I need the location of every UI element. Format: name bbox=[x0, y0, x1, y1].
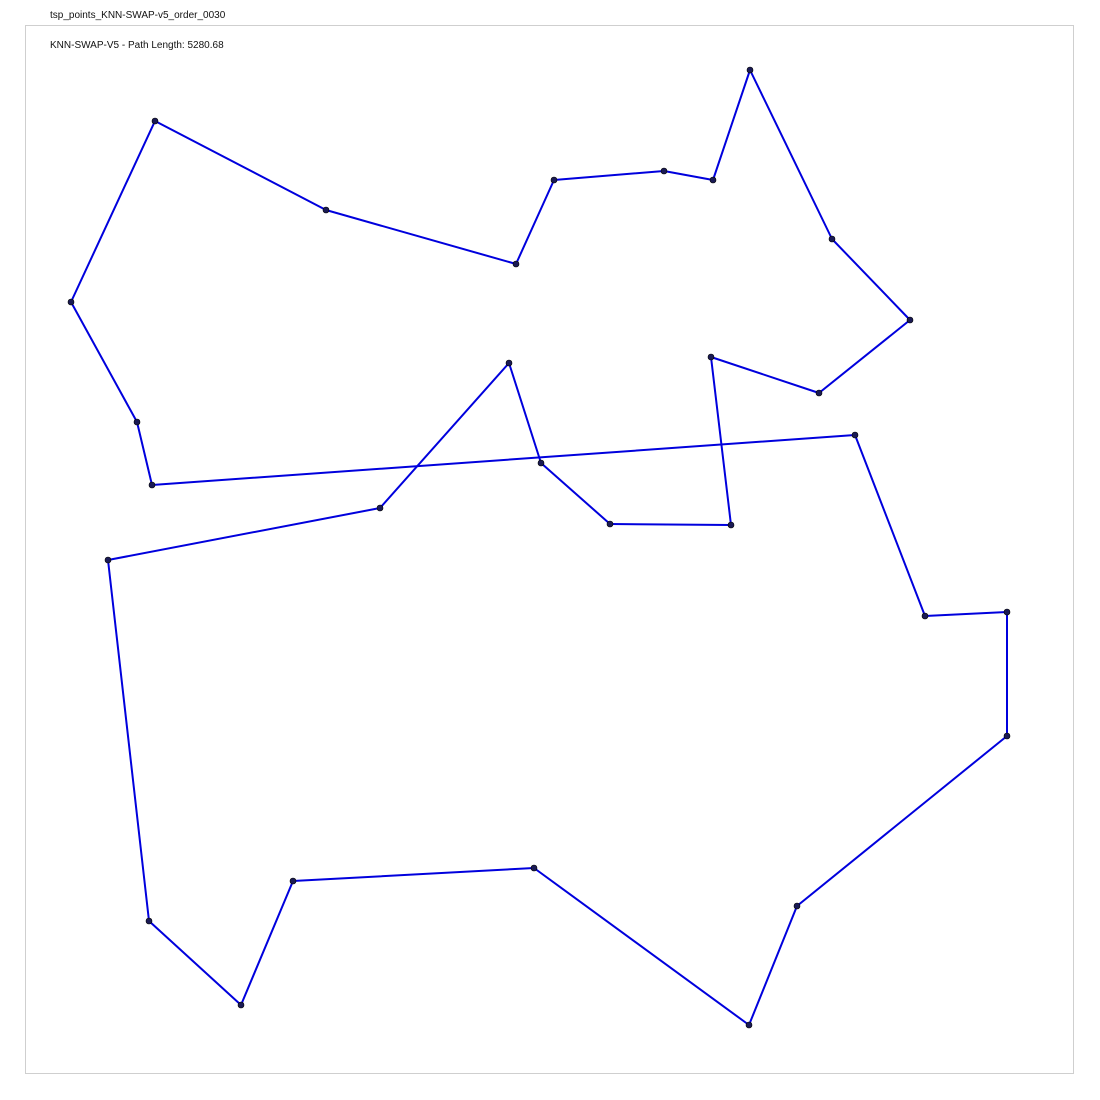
tour-edge bbox=[712, 69, 751, 181]
tour-node bbox=[537, 459, 545, 467]
tour-node bbox=[746, 66, 754, 74]
plot-panel-frame bbox=[25, 25, 1074, 1074]
tour-node bbox=[376, 504, 384, 512]
tour-node bbox=[1003, 608, 1011, 616]
tour-edge bbox=[749, 69, 833, 240]
tour-nodes bbox=[67, 66, 1011, 1029]
tour-node bbox=[322, 206, 330, 214]
tour-node bbox=[793, 902, 801, 910]
tour-node bbox=[815, 389, 823, 397]
tour-edge bbox=[107, 559, 150, 922]
tour-edge bbox=[831, 238, 911, 321]
tour-node bbox=[707, 353, 715, 361]
tour-edge bbox=[107, 507, 381, 561]
tour-edge bbox=[325, 209, 517, 265]
tour-edge bbox=[540, 462, 611, 525]
tour-edge bbox=[818, 319, 911, 394]
tour-edge bbox=[854, 434, 926, 617]
tour-node bbox=[606, 520, 614, 528]
tour-edges bbox=[70, 69, 1008, 1026]
tour-edge bbox=[240, 880, 294, 1006]
tour-node bbox=[550, 176, 558, 184]
tour-node bbox=[145, 917, 153, 925]
tour-edge bbox=[148, 920, 242, 1006]
tour-edge bbox=[710, 356, 820, 394]
tour-edge bbox=[508, 362, 542, 464]
tour-edge bbox=[515, 179, 555, 265]
tour-edge bbox=[533, 867, 750, 1026]
tour-edge bbox=[663, 170, 714, 181]
tour-edge bbox=[154, 120, 327, 211]
tour-node bbox=[289, 877, 297, 885]
caption-separator: - bbox=[119, 40, 128, 51]
tour-node bbox=[505, 359, 513, 367]
tour-edge bbox=[151, 434, 856, 486]
path-length-value: 5280.68 bbox=[187, 40, 224, 51]
panel-caption: KNN-SWAP-V5 - Path Length: 5280.68 bbox=[50, 40, 224, 51]
tour-edge bbox=[292, 867, 535, 882]
tour-node bbox=[709, 176, 717, 184]
tour-node bbox=[133, 418, 141, 426]
tour-node bbox=[906, 316, 914, 324]
tour-node bbox=[530, 864, 538, 872]
tour-node bbox=[660, 167, 668, 175]
figure-filename: tsp_points_KNN-SWAP-v5_order_0030 bbox=[50, 10, 226, 21]
tour-node bbox=[828, 235, 836, 243]
tour-edge bbox=[924, 611, 1008, 617]
tour-node bbox=[921, 612, 929, 620]
tour-node bbox=[745, 1021, 753, 1029]
tour-node bbox=[727, 521, 735, 529]
tour-edge bbox=[748, 905, 798, 1026]
tour-edge bbox=[796, 735, 1008, 907]
tour-node bbox=[1003, 732, 1011, 740]
tour-node bbox=[237, 1001, 245, 1009]
tour-node bbox=[148, 481, 156, 489]
algorithm-name: KNN-SWAP-V5 bbox=[50, 40, 120, 51]
tour-edge bbox=[553, 170, 665, 181]
tour-edge bbox=[379, 362, 510, 509]
tour-edge bbox=[609, 523, 732, 526]
tour-edge bbox=[136, 421, 153, 486]
tour-node bbox=[512, 260, 520, 268]
tour-edge bbox=[710, 356, 732, 526]
path-length-label: Path Length: bbox=[127, 40, 185, 51]
tour-node bbox=[104, 556, 112, 564]
tour-edge bbox=[70, 301, 138, 423]
tour-edge bbox=[70, 120, 156, 303]
tour-node bbox=[67, 298, 75, 306]
tour-node bbox=[851, 431, 859, 439]
tour-node bbox=[151, 117, 159, 125]
